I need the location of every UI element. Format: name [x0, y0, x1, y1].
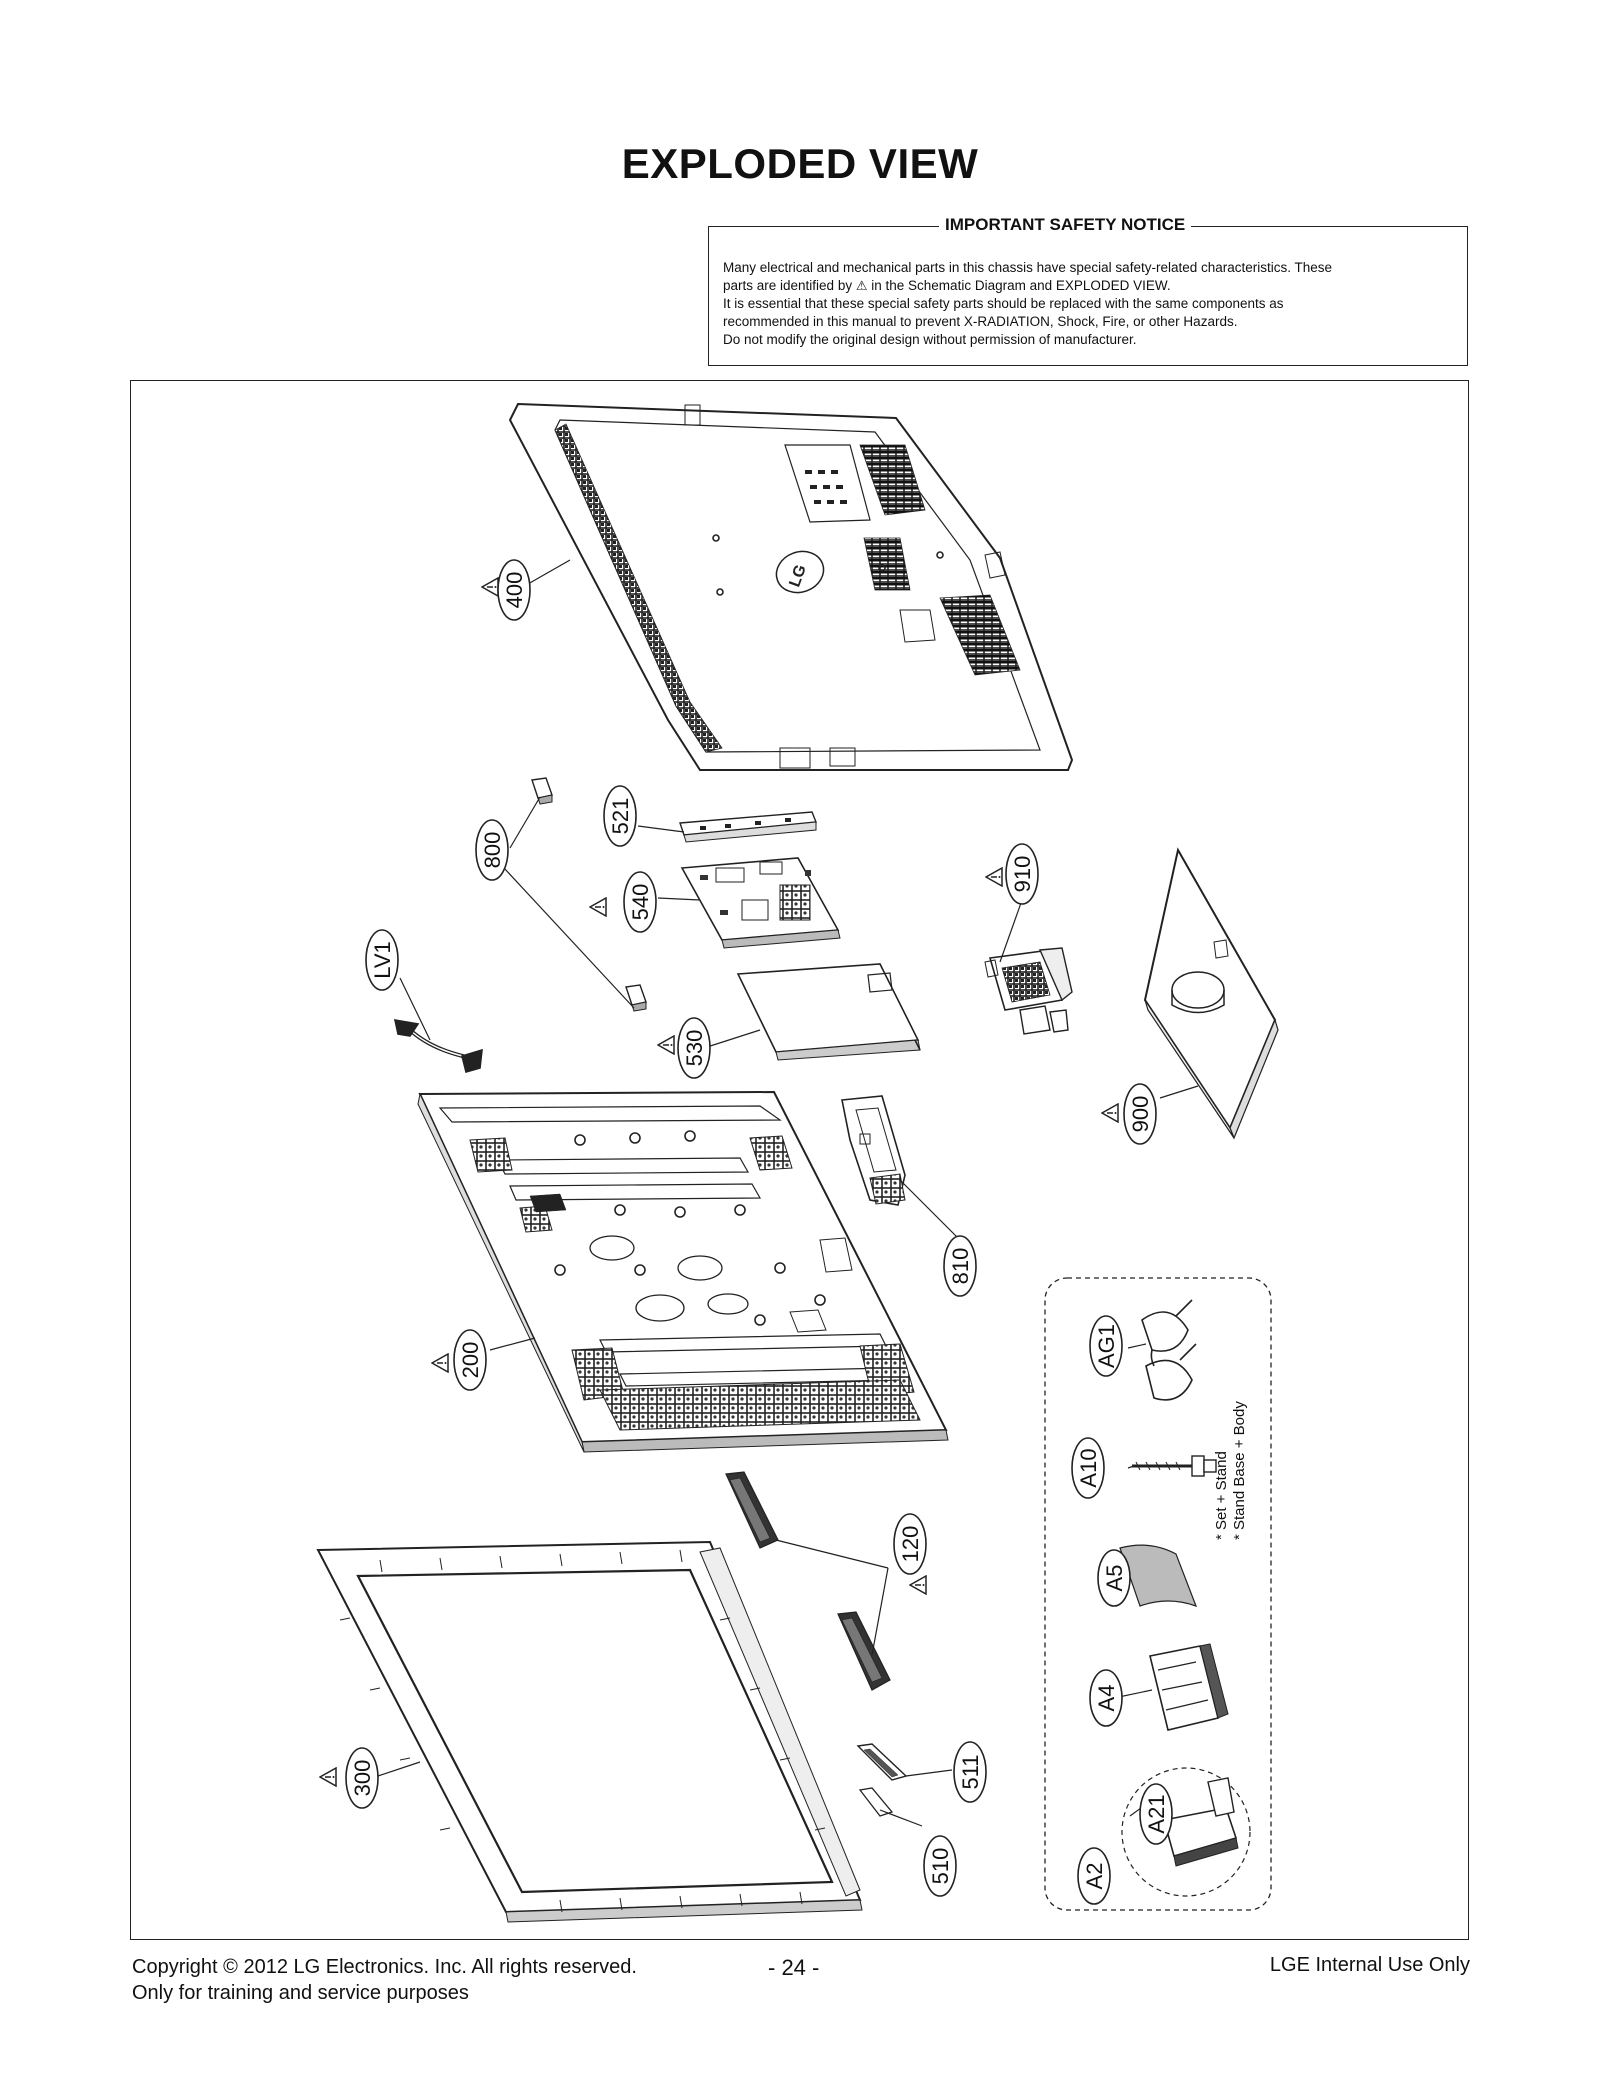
label-900: 900: [1123, 1083, 1157, 1145]
svg-text:810: 810: [948, 1248, 973, 1285]
svg-text:900: 900: [1128, 1096, 1153, 1133]
accessories-box: [1044, 1277, 1272, 1911]
part-810-bracket: [841, 1095, 906, 1206]
label-A21: A21: [1139, 1783, 1173, 1845]
label-510: 510: [923, 1835, 957, 1897]
svg-text:910: 910: [1010, 856, 1035, 893]
label-400: 400: [497, 559, 531, 621]
label-120: 120: [893, 1513, 927, 1575]
svg-text:120: 120: [898, 1526, 923, 1563]
warning-icon: [909, 1575, 927, 1595]
svg-text:540: 540: [628, 884, 653, 921]
label-521: 521: [603, 785, 637, 847]
svg-text:LV1: LV1: [370, 941, 395, 979]
part-900-stand-base: [1143, 847, 1279, 1140]
label-540: 540: [623, 871, 657, 933]
part-511-board: [856, 1743, 908, 1781]
label-A5: A5: [1097, 1549, 1131, 1607]
label-530: 530: [677, 1017, 711, 1079]
notice-line: Do not modify the original design withou…: [723, 332, 1137, 347]
part-910-stand-neck: [984, 947, 1073, 1035]
svg-text:A10: A10: [1076, 1448, 1101, 1487]
notice-line-text: parts are identified by: [723, 278, 853, 293]
label-A10: A10: [1071, 1437, 1105, 1499]
part-200-chassis: [417, 1090, 949, 1453]
part-800-clips: [531, 777, 647, 1012]
svg-text:A5: A5: [1102, 1565, 1127, 1592]
svg-text:300: 300: [350, 1760, 375, 1797]
notice-line: parts are identified by ⚠ in the Schemat…: [723, 277, 1453, 295]
warning-icon: ⚠: [855, 278, 868, 293]
svg-text:511: 511: [958, 1754, 983, 1789]
label-A4: A4: [1089, 1669, 1123, 1727]
svg-text:521: 521: [608, 798, 633, 835]
diagram-frame: [130, 380, 1469, 1940]
part-A4-cover: [1149, 1643, 1229, 1731]
svg-text:A2: A2: [1082, 1863, 1107, 1890]
label-810: 810: [943, 1235, 977, 1297]
part-LV1-cable: [393, 1019, 483, 1073]
part-labels: 400 800 521 540 910 LV1 530 900 810 200: [345, 559, 1173, 1905]
leader-lines: [377, 559, 1199, 1827]
svg-text:400: 400: [502, 572, 527, 609]
warning-icon: [985, 867, 1003, 887]
purpose-text: Only for training and service purposes: [132, 1982, 469, 2004]
svg-text:LG: LG: [786, 563, 810, 590]
label-200: 200: [453, 1329, 487, 1391]
safety-notice-body: Many electrical and mechanical parts in …: [723, 259, 1453, 349]
label-AG1: AG1: [1089, 1315, 1123, 1377]
warning-icon: [589, 897, 607, 917]
accessory-note-line: * Stand Base + Body: [1231, 1401, 1248, 1540]
label-800: 800: [475, 819, 509, 881]
svg-text:200: 200: [458, 1342, 483, 1379]
label-511: 511: [953, 1741, 987, 1803]
part-521-board: [679, 811, 817, 843]
warning-icon: [657, 1035, 675, 1055]
notice-line: It is essential that these special safet…: [723, 296, 1284, 311]
part-AG1-glasses: [1141, 1299, 1197, 1401]
label-910: 910: [1005, 843, 1039, 905]
warning-icon: [481, 577, 499, 597]
safety-notice-box: IMPORTANT SAFETY NOTICE Many electrical …: [708, 215, 1468, 366]
internal-use-note: LGE Internal Use Only: [1269, 1954, 1470, 1976]
part-120-speakers: [725, 1471, 891, 1691]
part-A2-stand-assembly: [1121, 1767, 1251, 1897]
part-A10-screw: [1132, 1455, 1217, 1477]
svg-text:510: 510: [928, 1848, 953, 1885]
part-300-front-bezel: [316, 1540, 863, 1923]
notice-line: Many electrical and mechanical parts in …: [723, 260, 1333, 275]
part-540-main-board: [680, 857, 841, 949]
part-530-shield: [736, 963, 921, 1061]
warning-icon: [319, 1767, 337, 1787]
safety-notice-heading: IMPORTANT SAFETY NOTICE: [939, 215, 1192, 235]
part-510-cable: [858, 1787, 894, 1817]
label-300: 300: [345, 1747, 379, 1809]
svg-text:800: 800: [480, 832, 505, 869]
page-title: EXPLODED VIEW: [621, 140, 979, 187]
label-A2: A2: [1077, 1847, 1111, 1905]
accessory-note-line: * Set + Stand: [1213, 1451, 1230, 1540]
back-cover-400: LG: [508, 402, 1074, 771]
svg-text:A4: A4: [1094, 1685, 1119, 1712]
copyright-text: Copyright © 2012 LG Electronics. Inc. Al…: [132, 1956, 637, 1978]
page-number: - 24 -: [768, 1955, 820, 1980]
svg-text:AG1: AG1: [1094, 1324, 1119, 1368]
notice-line: recommended in this manual to prevent X-…: [723, 314, 1238, 329]
svg-text:530: 530: [682, 1030, 707, 1067]
warning-icon: [1101, 1103, 1119, 1123]
warning-icon: [431, 1353, 449, 1373]
notice-line-text: in the Schematic Diagram and EXPLODED VI…: [871, 278, 1171, 293]
part-A5-pad: [1119, 1544, 1198, 1608]
footer-copyright: Copyright © 2012 LG Electronics. Inc. Al…: [132, 1954, 637, 2006]
label-LV1: LV1: [365, 929, 399, 991]
svg-text:A21: A21: [1144, 1794, 1169, 1833]
accessory-note: * Set + Stand * Stand Base + Body: [1213, 1401, 1248, 1540]
